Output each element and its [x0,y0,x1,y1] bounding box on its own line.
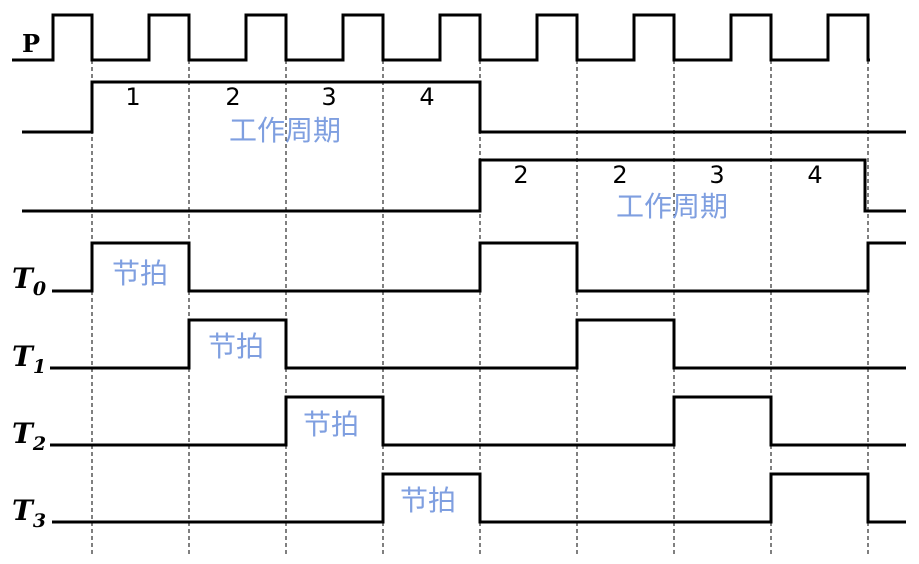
cycle-2-beat-4-label: 4 [807,161,822,189]
signal-t3-base: T [12,494,35,527]
clock-label: P [22,29,40,58]
cycle-2-beat-3-label: 3 [709,161,724,189]
signal-t0-subscript: 0 [33,278,46,300]
cycle-1-beat-3-label: 3 [321,83,336,111]
signal-t1-beat-caption: 节拍 [208,330,264,363]
signal-t1-base: T [12,340,35,373]
cycle-2-beat-2-label: 2 [612,161,627,189]
work-cycle-1-waveform [22,80,906,134]
clock-waveform [12,13,870,62]
cycle-1-beat-2-label: 2 [225,83,240,111]
cycle-1-beat-1-label: 1 [125,83,140,111]
signal-t0-waveform [52,241,906,293]
signal-t2-base: T [12,417,35,450]
work-cycle-2-waveform [22,158,906,213]
signal-t1-label: T1 [12,340,46,378]
signal-t1-subscript: 1 [33,356,46,378]
signal-t3-subscript: 3 [33,510,46,532]
cycle-2-caption: 工作周期 [616,190,728,223]
signal-t2-waveform [50,395,906,447]
signal-t2-label: T2 [12,417,46,455]
cycle-1-caption: 工作周期 [229,114,341,147]
signal-t3-waveform [52,472,906,524]
cycle-2-beat-1-label: 2 [513,161,528,189]
cycle-1-beat-4-label: 4 [419,83,434,111]
signal-t0-label: T0 [12,262,46,300]
signal-t1-waveform [50,318,906,370]
signal-t0-base: T [12,262,35,295]
signal-t2-beat-caption: 节拍 [303,408,359,441]
signal-t0-beat-caption: 节拍 [112,257,168,290]
signal-t3-beat-caption: 节拍 [400,484,456,517]
signal-t3-label: T3 [12,494,46,532]
signal-t2-subscript: 2 [32,433,46,455]
